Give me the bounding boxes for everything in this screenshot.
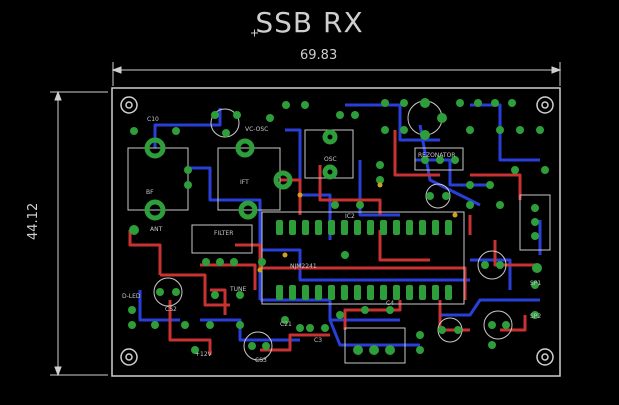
component-pads xyxy=(128,98,549,355)
ift-coil-outline xyxy=(217,147,281,211)
label-sp2: SP2 xyxy=(530,313,541,320)
ic2-pins xyxy=(276,220,452,300)
mounting-hole-bottom-left xyxy=(120,348,138,366)
label-vc-osc: VC-OSC xyxy=(245,126,268,133)
coil-pads xyxy=(144,129,338,221)
label-cs2: CS2 xyxy=(165,306,177,313)
label-c3: C3 xyxy=(314,337,322,344)
label-ift: IFT xyxy=(240,179,249,186)
label-tune: TUNE xyxy=(229,286,247,293)
osc-coil-outline xyxy=(304,129,354,179)
board-outline xyxy=(111,87,561,377)
label-c10: C10 xyxy=(147,116,159,123)
label-sp1: SP1 xyxy=(530,280,541,287)
label-c21: C21 xyxy=(280,321,292,328)
connector-outline xyxy=(519,194,551,251)
height-dimension-line xyxy=(50,90,108,377)
label-12v: +12V xyxy=(195,351,213,358)
label-bf: BF xyxy=(146,189,154,196)
silkscreen xyxy=(127,100,551,364)
width-dimension-line xyxy=(111,62,562,86)
board-title: SSB RX xyxy=(255,6,364,39)
label-d-led: D-LED xyxy=(122,293,141,300)
label-ant: ANT xyxy=(150,226,163,233)
label-cs3: CS3 xyxy=(255,357,267,364)
label-ic2: IC2 xyxy=(345,213,355,220)
mounting-hole-top-right xyxy=(536,96,554,114)
label-filter: FILTER xyxy=(214,230,233,237)
label-c4: C4 xyxy=(386,300,394,307)
bottom-connector-outline xyxy=(344,327,406,364)
width-dimension-label: 69.83 xyxy=(300,48,338,63)
resonator-outline xyxy=(414,147,464,171)
vias xyxy=(257,182,458,273)
origin-cross-mark xyxy=(251,29,258,37)
label-osc: OSC xyxy=(324,156,337,163)
mounting-hole-bottom-right xyxy=(536,348,554,366)
label-resonator: REZONATOR xyxy=(418,152,455,159)
filter-outline xyxy=(191,224,253,254)
bf-coil-outline xyxy=(127,147,189,211)
label-njm2241: NJM2241 xyxy=(290,263,317,270)
mounting-hole-top-left xyxy=(120,96,138,114)
